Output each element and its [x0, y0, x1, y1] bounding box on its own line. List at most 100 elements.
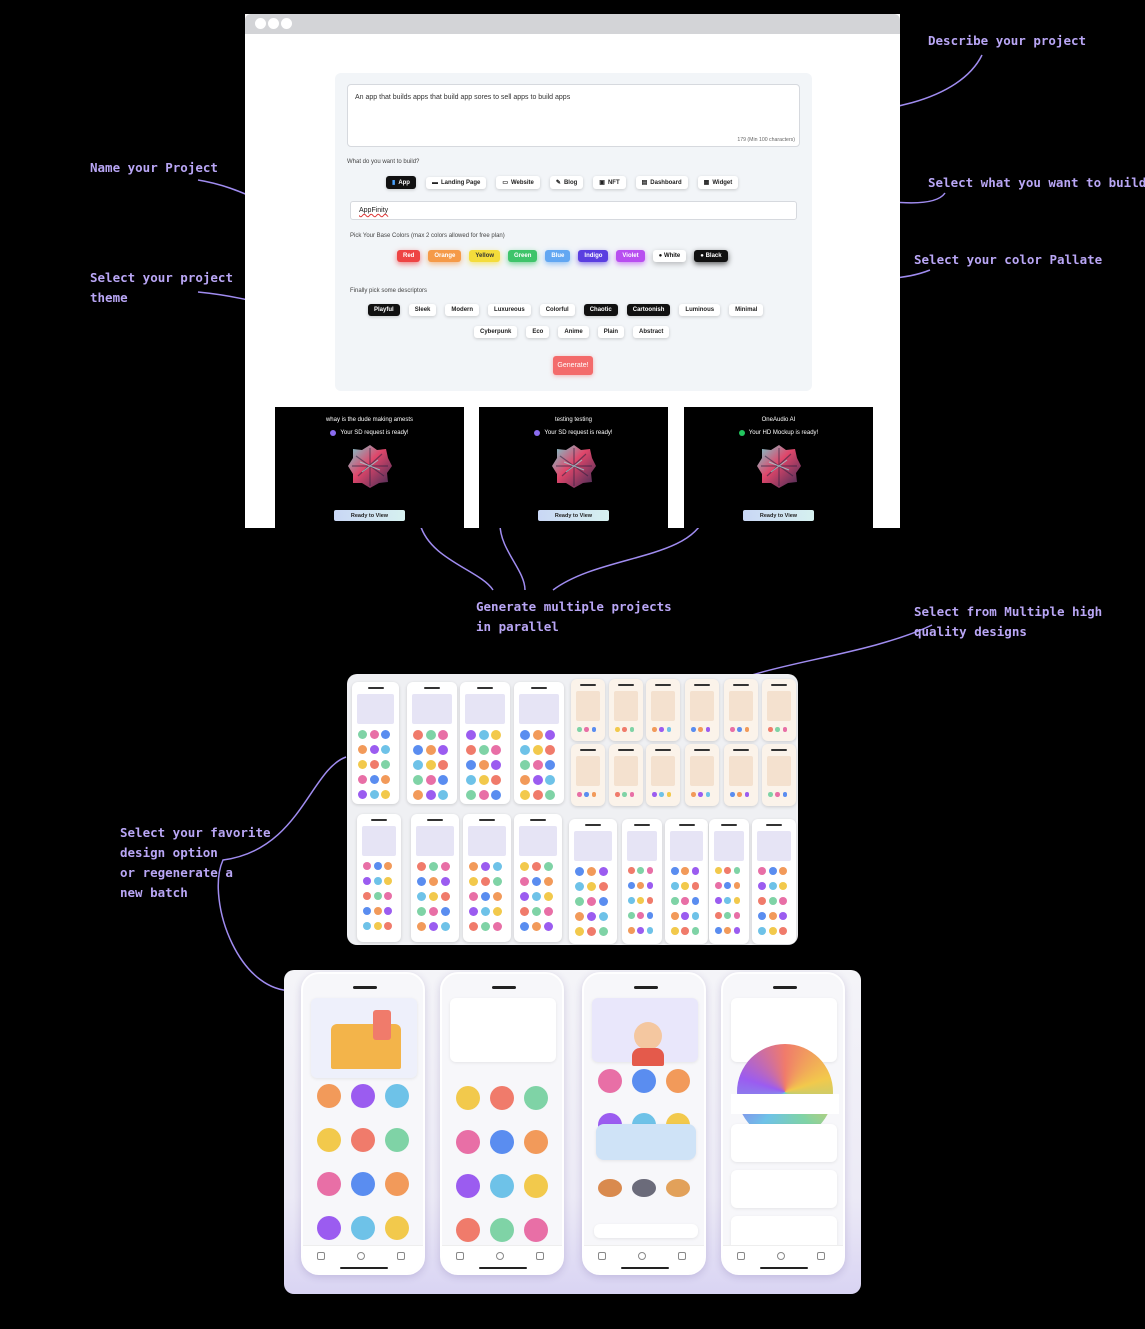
descriptor-sleek[interactable]: Sleek — [408, 304, 437, 316]
bottom-nav-bar — [723, 1245, 843, 1273]
ready-to-view-button[interactable]: Ready to View — [538, 510, 609, 521]
color-option-red[interactable]: Red — [397, 250, 421, 262]
color-option-blue[interactable]: Blue — [545, 250, 571, 262]
home-icon[interactable] — [456, 1252, 464, 1260]
thumbnail-icon — [671, 882, 679, 890]
design-thumbnail[interactable] — [460, 682, 510, 804]
descriptor-modern[interactable]: Modern — [445, 304, 480, 316]
thumbnail-icon — [493, 862, 503, 872]
descriptor-cartoonish[interactable]: Cartoonish — [626, 304, 671, 316]
phone-mockup[interactable] — [721, 972, 845, 1275]
gift-icon[interactable] — [817, 1252, 825, 1260]
gift-icon[interactable] — [397, 1252, 405, 1260]
thumbnail-icon — [417, 907, 427, 917]
descriptor-colorful[interactable]: Colorful — [539, 304, 575, 316]
thumbnail-icon — [417, 862, 427, 872]
generate-button[interactable]: Generate! — [553, 356, 593, 375]
window-dot-icon[interactable] — [255, 18, 266, 29]
design-thumbnail[interactable] — [724, 679, 758, 741]
design-thumbnail[interactable] — [407, 682, 457, 804]
descriptor-minimal[interactable]: Minimal — [729, 304, 764, 316]
design-thumbnail[interactable] — [514, 682, 564, 804]
color-option-orange[interactable]: Orange — [428, 250, 462, 262]
center-icon[interactable] — [496, 1252, 504, 1260]
build-option-blog[interactable]: ✎Blog — [549, 176, 584, 189]
descriptor-plain[interactable]: Plain — [597, 326, 625, 338]
design-thumbnail[interactable] — [622, 819, 662, 944]
build-option-nft[interactable]: ▣NFT — [593, 176, 626, 189]
home-icon[interactable] — [737, 1252, 745, 1260]
thumbnail-icon — [438, 775, 449, 785]
color-option-white[interactable]: ● White — [652, 250, 687, 262]
descriptor-playful[interactable]: Playful — [368, 304, 400, 316]
design-thumbnail[interactable] — [685, 679, 719, 741]
descriptor-luminous[interactable]: Luminous — [679, 304, 721, 316]
phone-mockup[interactable] — [301, 972, 425, 1275]
descriptor-cyberpunk[interactable]: Cyberpunk — [474, 326, 518, 338]
center-icon[interactable] — [777, 1252, 785, 1260]
descriptor-anime[interactable]: Anime — [558, 326, 589, 338]
center-icon[interactable] — [357, 1252, 365, 1260]
thumbnail-icon — [429, 862, 439, 872]
design-thumbnail[interactable] — [646, 679, 680, 741]
thumbnail-header — [585, 824, 601, 826]
design-thumbnail[interactable] — [665, 819, 708, 944]
home-icon[interactable] — [317, 1252, 325, 1260]
build-option-landing-page[interactable]: ▬Landing Page — [425, 176, 487, 189]
gift-icon[interactable] — [536, 1252, 544, 1260]
design-thumbnail[interactable] — [724, 744, 758, 806]
color-option-violet[interactable]: Violet — [616, 250, 645, 262]
center-icon[interactable] — [638, 1252, 646, 1260]
design-thumbnail[interactable] — [762, 744, 796, 806]
thumbnail-header — [618, 684, 634, 686]
project-title: testing testing — [554, 417, 593, 423]
color-option-yellow[interactable]: Yellow — [469, 250, 501, 262]
color-option-black[interactable]: ● Black — [694, 250, 728, 262]
design-thumbnail[interactable] — [514, 814, 562, 942]
window-dot-icon[interactable] — [281, 18, 292, 29]
window-dot-icon[interactable] — [268, 18, 279, 29]
design-thumbnail[interactable] — [571, 679, 605, 741]
descriptor-abstract[interactable]: Abstract — [633, 326, 670, 338]
project-name-input[interactable]: AppFinity — [350, 201, 797, 220]
project-description-input[interactable]: An app that builds apps that build app s… — [347, 84, 800, 147]
thumbnail-icon — [637, 927, 644, 934]
design-thumbnail[interactable] — [357, 814, 401, 942]
phone-mockup[interactable] — [582, 972, 706, 1275]
build-option-dashboard[interactable]: ▤Dashboard — [635, 176, 688, 189]
project-status-text: Your SD request is ready! — [544, 430, 613, 436]
descriptor-eco[interactable]: Eco — [526, 326, 550, 338]
thumbnail-icon — [363, 922, 371, 930]
gift-icon[interactable] — [678, 1252, 686, 1260]
color-option-label: Green — [514, 253, 532, 259]
build-option-app[interactable]: ▮App — [386, 176, 416, 189]
ready-to-view-button[interactable]: Ready to View — [334, 510, 405, 521]
design-thumbnail[interactable] — [463, 814, 511, 942]
icon-circle — [317, 1216, 341, 1240]
design-thumbnail[interactable] — [762, 679, 796, 741]
design-thumbnail[interactable] — [569, 819, 617, 944]
design-thumbnail[interactable] — [609, 744, 643, 806]
home-icon[interactable] — [598, 1252, 606, 1260]
design-thumbnail[interactable] — [685, 744, 719, 806]
design-thumbnail[interactable] — [411, 814, 459, 942]
color-option-indigo[interactable]: Indigo — [578, 250, 609, 262]
color-option-green[interactable]: Green — [508, 250, 538, 262]
ready-to-view-button[interactable]: Ready to View — [743, 510, 814, 521]
build-option-label: Blog — [563, 179, 578, 186]
thumbnail-icon — [493, 892, 503, 902]
phone-mockup[interactable] — [440, 972, 564, 1275]
build-option-widget[interactable]: ▦Widget — [697, 176, 739, 189]
browser-window: An app that builds apps that build app s… — [245, 14, 900, 528]
icon-circle — [385, 1216, 409, 1240]
thumbnail-icon — [577, 792, 582, 797]
design-thumbnail[interactable] — [646, 744, 680, 806]
design-thumbnail[interactable] — [709, 819, 749, 944]
design-thumbnail[interactable] — [609, 679, 643, 741]
build-option-website[interactable]: ▭Website — [496, 176, 540, 189]
descriptor-luxureous[interactable]: Luxureous — [488, 304, 531, 316]
design-thumbnail[interactable] — [352, 682, 399, 804]
design-thumbnail[interactable] — [752, 819, 796, 944]
descriptor-chaotic[interactable]: Chaotic — [583, 304, 618, 316]
design-thumbnail[interactable] — [571, 744, 605, 806]
